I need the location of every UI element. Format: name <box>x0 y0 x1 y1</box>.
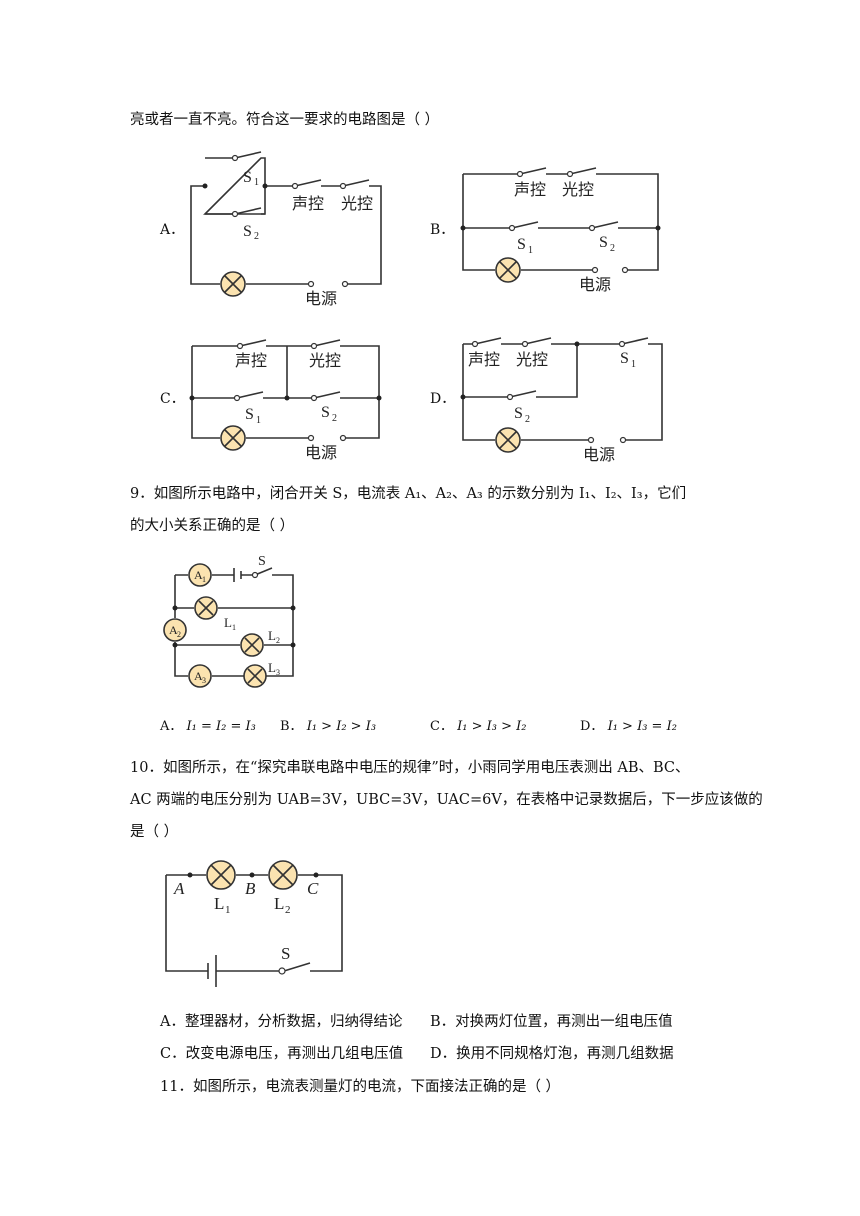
q8b-s1-sub: 1 <box>528 245 533 256</box>
q9-a3-sub: 3 <box>202 676 206 685</box>
q10-option-b: B．对换两灯位置，再测出一组电压值 <box>430 1014 673 1030</box>
q10-b-label: B <box>245 879 256 898</box>
q8b-s1-label: S <box>517 236 526 253</box>
q8-stem-tail: 亮或者一直不亮。符合这一要求的电路图是（ ） <box>130 112 440 128</box>
q8-option-a-label: A． <box>160 222 185 238</box>
q9-s-label: S <box>258 554 266 569</box>
q9-a1-label: A <box>194 568 203 582</box>
q8a-s2-label: S <box>243 223 252 240</box>
q8-option-b-label: B． <box>430 222 455 238</box>
q8d-sound-label: 声控 <box>468 350 500 369</box>
q8a-power-label: 电源 <box>305 289 337 308</box>
q8-circuit-c-diagram: 声控 光控 S 1 S 2 电源 <box>189 339 382 462</box>
q8d-s1-label: S <box>620 350 629 367</box>
q9-option-a-expr: I₁ = I₂ = I₃ <box>186 719 256 734</box>
q9-option-a-label: A． <box>160 719 183 734</box>
q9-option-d: D． I₁ > I₃ = I₂ <box>580 715 677 734</box>
q8d-s2-label: S <box>514 405 523 422</box>
q8c-s1-label: S <box>245 406 254 423</box>
q8-circuit-b-diagram: 声控 光控 S 1 S 2 电源 <box>460 167 661 294</box>
q9-option-c: C． I₁ > I₃ > I₂ <box>430 715 526 734</box>
q9-l3-label: L <box>268 660 276 675</box>
q8a-s2-sub: 2 <box>254 231 259 242</box>
q9-l1-sub: 1 <box>232 623 236 632</box>
q9-option-b: B． I₁ > I₂ > I₃ <box>280 715 376 734</box>
q10-a-label: A <box>173 879 185 898</box>
q8-option-c-label: C． <box>160 391 185 407</box>
q9-option-b-expr: I₁ > I₂ > I₃ <box>306 719 377 734</box>
q10-stem-line1: 10．如图所示，在“探究串联电路中电压的规律”时，小雨同学用电压表测出 AB、B… <box>130 760 690 776</box>
q9-l3-sub: 3 <box>276 668 280 677</box>
q9-stem-line2: 的大小关系正确的是（ ） <box>130 518 295 534</box>
q10-stem-line3: 是（ ） <box>130 824 179 840</box>
q8d-s2-sub: 2 <box>525 414 530 425</box>
q10-s-label: S <box>281 944 290 963</box>
q8d-light-label: 光控 <box>516 350 548 369</box>
q11-stem-line1: 11．如图所示，电流表测量灯的电流，下面接法正确的是（ ） <box>160 1079 561 1095</box>
q8a-sound-label: 声控 <box>292 194 324 213</box>
q9-a1-sub: 1 <box>202 575 206 584</box>
q9-a2-label: A <box>169 623 178 637</box>
q9-option-d-label: D． <box>580 719 604 734</box>
q8b-s2-sub: 2 <box>610 243 615 254</box>
q8c-s2-label: S <box>321 404 330 421</box>
q8c-light-label: 光控 <box>309 351 341 370</box>
q10-option-c: C．改变电源电压，再测出几组电压值 <box>160 1046 404 1062</box>
q8b-light-label: 光控 <box>562 180 594 199</box>
q8b-power-label: 电源 <box>579 275 611 294</box>
q8-circuit-d-diagram: 声控 光控 S 1 S 2 电源 <box>460 337 663 464</box>
q9-a2-sub: 2 <box>177 630 181 639</box>
q9-option-c-label: C． <box>430 719 453 734</box>
q10-option-d: D．换用不同规格灯泡，再测几组数据 <box>430 1046 674 1062</box>
q10-l2-label: L <box>274 894 284 913</box>
q9-l2-sub: 2 <box>276 636 280 645</box>
q9-circuit-diagram: A 1 A 2 A 3 S L 1 L 2 L 3 <box>163 554 296 688</box>
q8a-s1-sub: 1 <box>254 177 259 188</box>
q8c-s2-sub: 2 <box>332 413 337 424</box>
q9-a3-label: A <box>194 669 203 683</box>
q9-option-c-expr: I₁ > I₃ > I₂ <box>457 719 527 734</box>
q10-option-a: A．整理器材，分析数据，归纳得结论 <box>160 1014 403 1030</box>
q9-stem-line1: 9．如图所示电路中，闭合开关 S，电流表 A₁、A₂、A₃ 的示数分别为 I₁、… <box>130 486 687 502</box>
q9-option-d-expr: I₁ > I₃ = I₂ <box>607 719 677 734</box>
q10-l2-sub: 2 <box>285 904 291 916</box>
q9-option-a: A． I₁ = I₂ = I₃ <box>160 715 256 734</box>
q8b-s2-label: S <box>599 234 608 251</box>
q9-option-b-label: B． <box>280 719 303 734</box>
q8b-sound-label: 声控 <box>514 180 546 199</box>
q8c-power-label: 电源 <box>305 443 337 462</box>
q9-l2-label: L <box>268 628 276 643</box>
q8c-s1-sub: 1 <box>256 415 261 426</box>
q10-circuit-diagram: A B C L 1 L 2 S <box>165 860 343 987</box>
q8d-s1-sub: 1 <box>631 359 636 370</box>
q8-option-d-label: D． <box>430 391 456 407</box>
q10-l1-label: L <box>214 894 224 913</box>
q8a-s1-label: S <box>243 169 252 186</box>
q8d-power-label: 电源 <box>583 445 615 464</box>
q8-circuit-a-diagram: S 1 S 2 声控 光控 电源 <box>190 151 382 308</box>
q10-stem-line2: AC 两端的电压分别为 UAB=3V，UBC=3V，UAC=6V，在表格中记录数… <box>130 792 763 808</box>
q8a-light-label: 光控 <box>341 194 373 213</box>
q9-l1-label: L <box>224 615 232 630</box>
q8c-sound-label: 声控 <box>235 351 267 370</box>
q10-c-label: C <box>307 879 319 898</box>
q10-l1-sub: 1 <box>225 904 231 916</box>
